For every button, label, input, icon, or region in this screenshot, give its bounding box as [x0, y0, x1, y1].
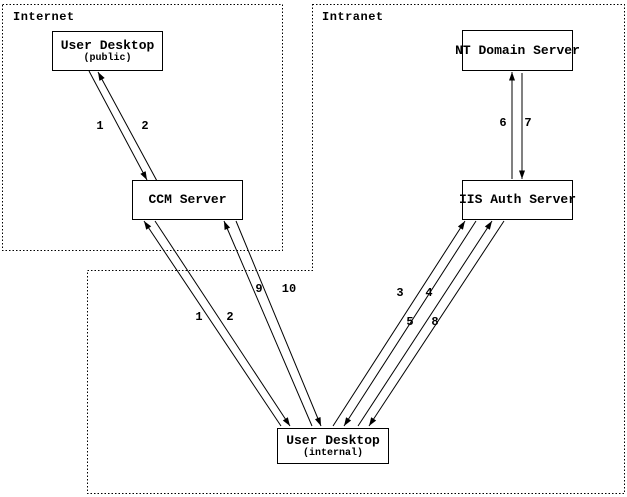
- internet-zone-label: Internet: [13, 10, 75, 24]
- node-user-desktop-internal-title: User Desktop: [286, 432, 380, 448]
- edge-label-2-internal: 2: [226, 310, 234, 324]
- edge-label-3: 3: [396, 286, 404, 300]
- edge-label-9: 9: [255, 282, 263, 296]
- node-ccm-server: CCM Server: [132, 180, 243, 220]
- node-user-desktop-public-subtitle: (public): [83, 52, 132, 64]
- node-nt-domain-server: NT Domain Server: [455, 30, 580, 71]
- node-iis-auth-server: IIS Auth Server: [458, 180, 577, 220]
- edge-label-1-internal: 1: [195, 310, 203, 324]
- node-nt-domain-server-title: NT Domain Server: [455, 42, 580, 58]
- arrow-2-ccm-to-internal: [154, 220, 291, 427]
- arrow-9-internal-to-ccm: [223, 220, 313, 427]
- edge-label-5: 5: [406, 315, 414, 329]
- internet-zone-outline: [2, 4, 283, 251]
- node-user-desktop-internal-subtitle: (internal): [302, 447, 363, 459]
- intranet-zone-outline: [87, 4, 625, 494]
- edge-label-6: 6: [499, 116, 507, 130]
- edge-label-7: 7: [524, 116, 532, 130]
- arrow-5-internal-to-iis: [357, 220, 493, 427]
- arrow-1-public-to-ccm: [88, 70, 148, 181]
- node-ccm-server-title: CCM Server: [148, 192, 227, 207]
- node-user-desktop-public: User Desktop (public): [52, 31, 163, 71]
- node-iis-auth-server-title: IIS Auth Server: [458, 192, 577, 207]
- node-user-desktop-public-title: User Desktop: [60, 37, 155, 53]
- edge-label-8: 8: [431, 315, 439, 329]
- arrow-1-internal-to-ccm: [143, 220, 282, 427]
- arrow-8-iis-to-internal: [368, 220, 505, 427]
- arrow-2-ccm-to-public: [97, 71, 158, 182]
- flow-arrows: [88, 70, 525, 427]
- edge-label-1-public: 1: [96, 119, 104, 133]
- arrow-10-ccm-to-internal: [235, 220, 322, 427]
- edge-label-10: 10: [281, 282, 297, 296]
- arrow-4-iis-to-internal: [343, 220, 477, 427]
- intranet-zone-label: Intranet: [322, 10, 384, 24]
- node-user-desktop-internal: User Desktop (internal): [277, 428, 389, 464]
- arrow-3-internal-to-iis: [332, 220, 466, 427]
- edge-label-4: 4: [425, 286, 433, 300]
- edge-label-2-public: 2: [141, 119, 149, 133]
